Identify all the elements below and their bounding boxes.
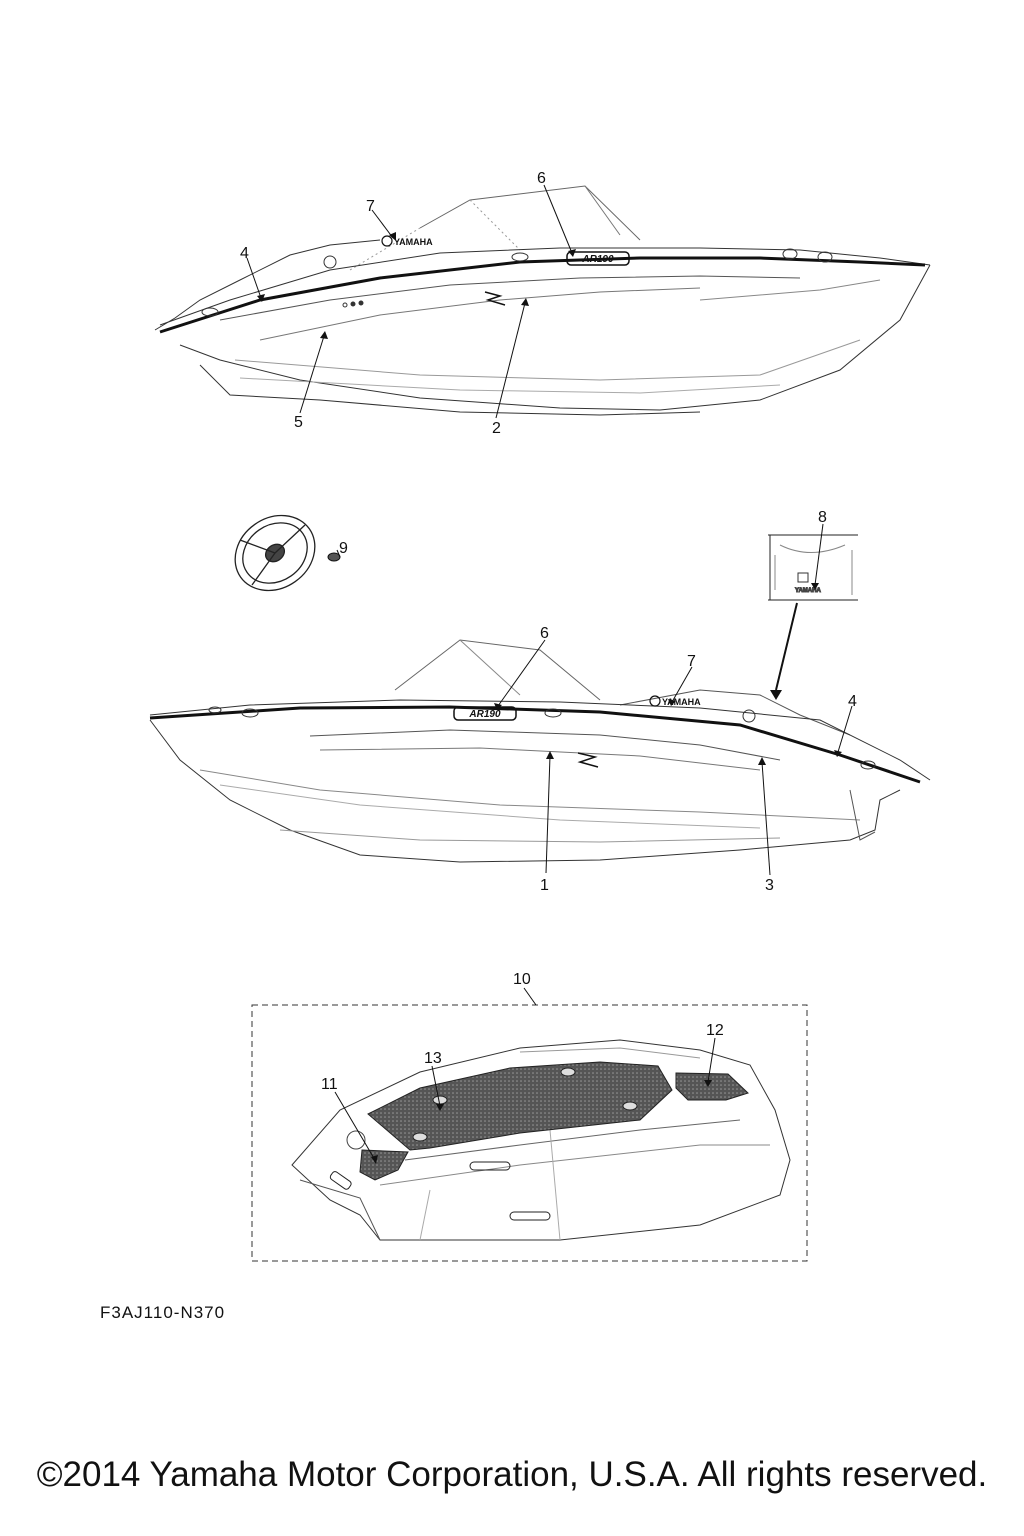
svg-text:YAMAHA: YAMAHA	[662, 697, 701, 707]
callout-1: 1	[540, 877, 549, 894]
callout-4-top: 4	[240, 245, 249, 262]
callout-8: 8	[818, 509, 827, 526]
callout-5: 5	[294, 414, 303, 431]
callout-6-top: 6	[537, 170, 546, 187]
callout-11: 11	[321, 1076, 338, 1093]
leader-arrowheads	[257, 232, 842, 1164]
center-mat	[367, 1061, 673, 1151]
steering-wheel	[234, 514, 316, 592]
boat-starboard-side	[149, 639, 931, 863]
inset-pointer-arrowhead	[770, 690, 782, 700]
callout-6-bottom: 6	[540, 625, 549, 642]
leader-lines	[246, 184, 853, 1161]
model-name-decal-2: AR190	[453, 706, 517, 721]
figure-code: F3AJ110-N370	[100, 1303, 226, 1322]
left-mat	[359, 1149, 409, 1181]
callout-7-top: 7	[366, 198, 375, 215]
svg-text:YAMAHA: YAMAHA	[795, 588, 821, 594]
stern-inset-view: YAMAHA	[768, 534, 858, 601]
right-mat	[675, 1072, 749, 1101]
inset-pointer-arrow	[775, 602, 798, 691]
mat-kit-leader	[523, 987, 537, 1006]
model-name-decal: AR190	[566, 251, 630, 266]
svg-text:YAMAHA: YAMAHA	[394, 237, 433, 247]
mat-kit-box	[251, 1004, 808, 1262]
callout-7-bottom: 7	[687, 653, 696, 670]
callout-10: 10	[513, 971, 531, 988]
callout-3: 3	[765, 877, 774, 894]
svg-text:AR190: AR190	[581, 254, 614, 265]
deck-top-view	[291, 1039, 791, 1241]
yamaha-logo-decal-2: YAMAHA	[649, 695, 701, 707]
callout-4-bottom: 4	[848, 693, 857, 710]
callout-9: 9	[339, 540, 348, 557]
yamaha-logo-decal: YAMAHA	[381, 235, 433, 247]
copyright-notice: ©2014 Yamaha Motor Corporation, U.S.A. A…	[36, 1455, 988, 1494]
callout-2: 2	[492, 420, 501, 437]
mat-pieces	[359, 1061, 749, 1181]
boat-port-side	[154, 185, 931, 416]
callout-12: 12	[706, 1022, 724, 1039]
svg-text:AR190: AR190	[468, 709, 501, 720]
callout-13: 13	[424, 1050, 442, 1067]
